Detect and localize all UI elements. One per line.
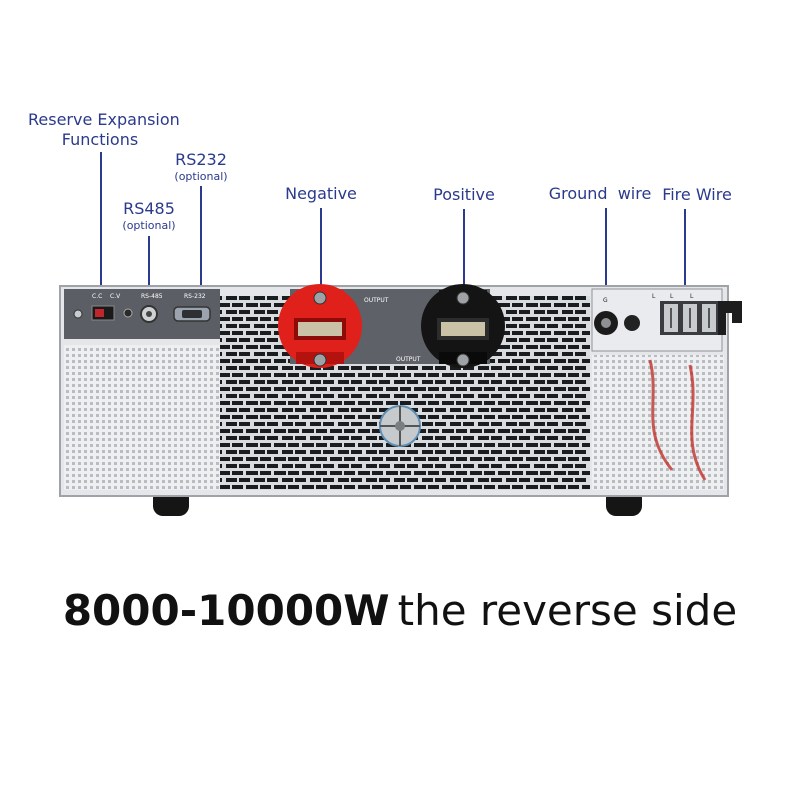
rs232-port-inner [182,310,202,318]
ground-terminal[interactable] [594,311,640,335]
leader-rs485 [148,236,150,306]
label-fire-wire-text: Fire Wire [662,185,732,204]
label-rs232-note: (optional) [174,170,228,183]
leader-ground-wire [605,208,607,304]
ground-terminal-label: G [603,297,608,304]
rs485-port-label: RS-485 [141,293,163,300]
leader-positive [463,209,465,295]
panel-screw [73,309,83,319]
cc-label: C.C [92,293,102,300]
label-negative-text: Negative [285,184,357,203]
reserve-expansion-port[interactable] [123,308,133,318]
fire-wire-terminal-block[interactable] [660,301,720,335]
cv-label: C.V [110,293,121,300]
label-ground-wire: Ground wire [548,184,652,204]
label-reserve-expansion: Reserve Expansion Functions [28,110,180,150]
label-rs485-name: RS485 [123,199,175,218]
internal-wiring-2 [688,364,707,481]
label-positive: Positive [420,185,508,205]
line-terminal-label-3: L [690,293,694,300]
label-rs232: RS232 (optional) [168,150,234,183]
label-rs485: RS485 (optional) [116,199,182,232]
label-reserve-expansion-line1: Reserve Expansion [28,110,180,129]
rs232-port-label: RS-232 [184,293,206,300]
output-negative-label: OUTPUT [364,297,389,304]
mesh-left [64,345,220,490]
mounting-bracket [718,301,742,335]
leader-fire-wire [684,209,686,301]
output-positive-label: OUTPUT [396,356,421,363]
line-terminal-label-1: L [652,293,656,300]
label-ground-wire-text: Ground wire [548,184,652,203]
leader-negative [320,208,322,298]
label-rs485-note: (optional) [122,219,176,232]
mesh-right [592,355,724,490]
internal-wiring [648,359,674,471]
mode-switch-indicator [95,309,104,317]
leader-reserve-expansion [100,152,102,302]
line-terminal-label-2: L [670,293,674,300]
label-reserve-expansion-line2: Functions [61,130,139,149]
positive-terminal[interactable] [421,284,505,368]
fan-guard [379,405,421,447]
caption-power-range: 8000-10000W [62,586,390,635]
rs485-port-center [146,311,152,317]
leader-rs232 [200,186,202,310]
label-positive-text: Positive [433,185,495,204]
label-rs232-name: RS232 [175,150,227,169]
label-negative: Negative [276,184,366,204]
label-fire-wire: Fire Wire [658,185,736,205]
caption-description: the reverse side [397,586,738,635]
negative-terminal[interactable] [278,284,362,368]
